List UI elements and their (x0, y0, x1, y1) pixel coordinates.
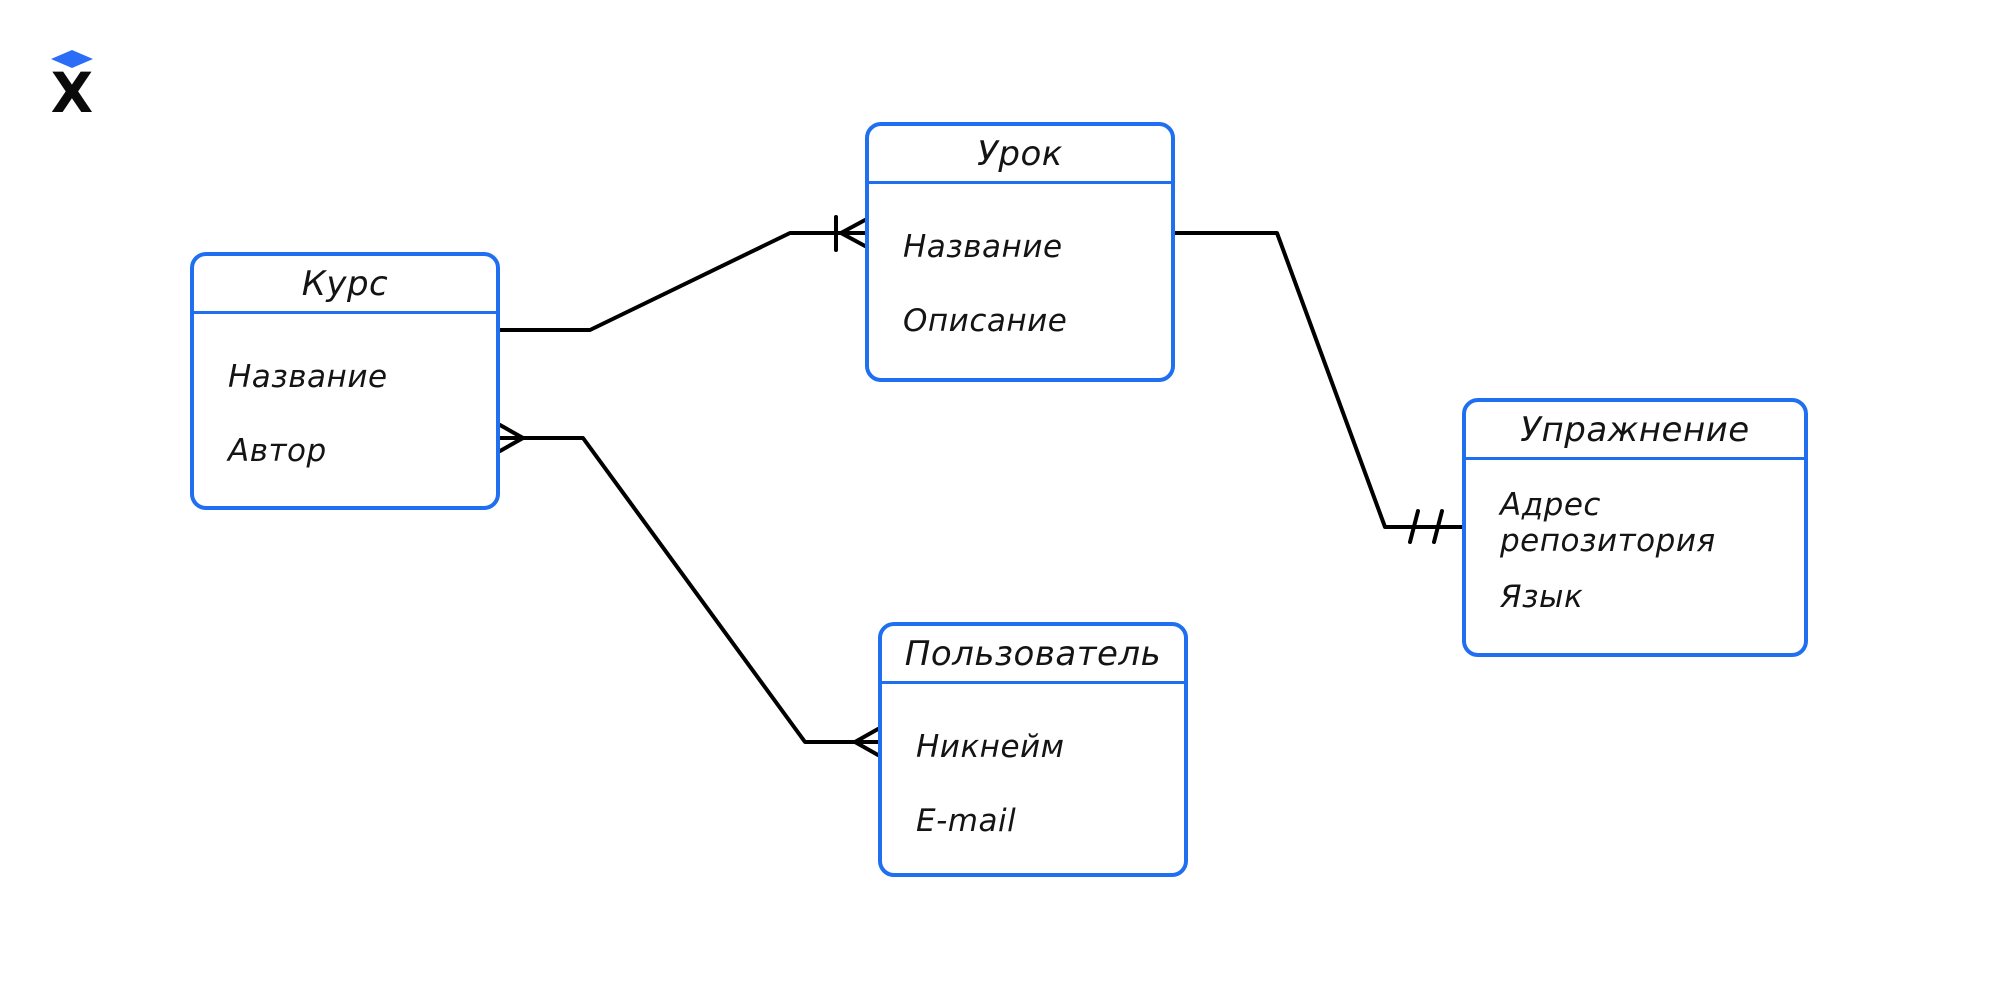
entity-attribute: Язык (1500, 579, 1584, 615)
relationship-course-lesson[interactable] (498, 215, 867, 332)
entity-attribute: Адрес репозитория (1500, 487, 1716, 559)
entity-exercise-title: Упражнение (1466, 402, 1804, 460)
entity-exercise[interactable]: Упражнение Адрес репозитория Язык (1462, 398, 1808, 657)
hexlet-logo-icon: X (51, 50, 93, 116)
entity-attribute: Название (228, 359, 388, 395)
entity-course[interactable]: Курс Название Автор (190, 252, 500, 510)
entity-course-attributes: Название Автор (194, 314, 496, 488)
logo-letter: X (51, 61, 93, 116)
entity-attribute: Автор (228, 433, 327, 469)
entity-user[interactable]: Пользователь Никнейм E-mail (878, 622, 1188, 877)
entity-exercise-attributes: Адрес репозитория Язык (1466, 460, 1804, 634)
relationship-course-user[interactable] (498, 423, 880, 757)
entity-attribute: E-mail (916, 803, 1017, 839)
entity-course-title: Курс (194, 256, 496, 314)
entity-attribute: Описание (903, 303, 1068, 339)
entity-attribute: Никнейм (916, 729, 1065, 765)
entity-lesson[interactable]: Урок Название Описание (865, 122, 1175, 382)
entity-user-attributes: Никнейм E-mail (882, 684, 1184, 858)
logo-cap-diamond (51, 50, 93, 68)
entity-user-title: Пользователь (882, 626, 1184, 684)
entity-attribute: Название (903, 229, 1063, 265)
entity-lesson-title: Урок (869, 126, 1171, 184)
relationship-lesson-exercise[interactable] (1173, 231, 1464, 544)
entity-lesson-attributes: Название Описание (869, 184, 1171, 358)
